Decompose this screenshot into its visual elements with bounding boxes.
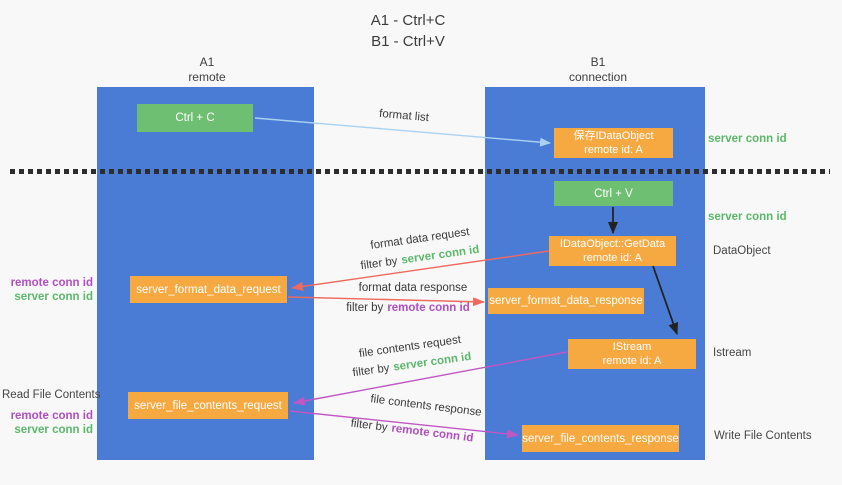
node-save-dataobject-line1: 保存IDataObject xyxy=(573,130,654,142)
node-server-format-data-response-label: server_format_data_response xyxy=(489,295,643,307)
node-server-format-data-response: server_format_data_response xyxy=(488,288,644,314)
node-save-dataobject-line2: remote id: A xyxy=(584,144,643,156)
side-label-remote-conn-id-left-bottom: remote conn id xyxy=(10,410,93,422)
side-label-dataobject: DataObject xyxy=(713,245,771,257)
filter-by-text: filter by xyxy=(351,362,391,380)
node-server-file-contents-response-label: server_file_contents_response xyxy=(522,432,679,445)
lane-b1-name: B1 xyxy=(590,55,606,69)
node-istream-line1: IStream xyxy=(612,341,652,353)
node-server-file-contents-response: server_file_contents_response xyxy=(522,425,679,452)
side-label-server-conn-id-right-mid: server conn id xyxy=(708,211,787,223)
lane-a1-role: remote xyxy=(188,70,226,84)
lane-b1-header: B1 connection xyxy=(538,55,658,85)
node-ctrl-c: Ctrl + C xyxy=(137,104,253,132)
filter-key-server-conn-id: server conn id xyxy=(392,350,473,374)
node-idataobject-getdata-line1: IDataObject::GetData xyxy=(559,238,666,250)
filter-key-remote-conn-id: remote conn id xyxy=(390,422,475,445)
edge-label-format-response-title: format data response xyxy=(358,282,468,294)
node-server-format-data-request: server_format_data_request xyxy=(130,276,287,303)
filter-by-text: filter by xyxy=(346,302,384,314)
page-title: A1 - Ctrl+C B1 - Ctrl+V xyxy=(308,10,508,52)
lane-b1-role: connection xyxy=(568,70,628,84)
node-server-format-data-request-label: server_format_data_request xyxy=(136,283,281,296)
node-ctrl-v: Ctrl + V xyxy=(554,181,673,206)
side-label-istream: Istream xyxy=(713,347,752,359)
edge-label-file-response-title: file contents response xyxy=(369,393,483,419)
node-ctrl-v-label: Ctrl + V xyxy=(594,187,633,200)
node-idataobject-getdata-line2: remote id: A xyxy=(583,252,642,264)
side-label-remote-conn-id-left-top: remote conn id xyxy=(10,277,93,289)
filter-by-text: filter by xyxy=(359,255,399,273)
edge-label-format-list: format list xyxy=(378,107,430,125)
filter-by-text: filter by xyxy=(349,417,389,434)
node-server-file-contents-request-label: server_file_contents_request xyxy=(134,399,282,412)
session-divider-dashed-line xyxy=(10,169,830,174)
side-label-read-file-contents: Read File Contents xyxy=(2,389,101,401)
node-save-dataobject: 保存IDataObject remote id: A xyxy=(554,128,673,158)
side-label-server-conn-id-left-top: server conn id xyxy=(14,291,93,303)
node-idataobject-getdata: IDataObject::GetData remote id: A xyxy=(549,236,676,266)
side-label-write-file-contents: Write File Contents xyxy=(714,430,812,442)
node-istream-line2: remote id: A xyxy=(602,355,662,367)
title-line-1: A1 - Ctrl+C xyxy=(370,12,446,29)
side-label-server-conn-id-right-top: server conn id xyxy=(708,133,787,145)
filter-key-server-conn-id: server conn id xyxy=(400,243,481,267)
lane-a1-header: A1 remote xyxy=(147,55,267,85)
node-server-file-contents-request: server_file_contents_request xyxy=(128,392,288,419)
node-istream: IStream remote id: A xyxy=(568,339,696,369)
lane-a1-name: A1 xyxy=(199,55,215,69)
node-ctrl-c-label: Ctrl + C xyxy=(175,112,215,124)
side-label-server-conn-id-left-bottom: server conn id xyxy=(14,424,93,436)
title-line-2: B1 - Ctrl+V xyxy=(371,33,445,50)
filter-key-remote-conn-id: remote conn id xyxy=(387,302,470,314)
